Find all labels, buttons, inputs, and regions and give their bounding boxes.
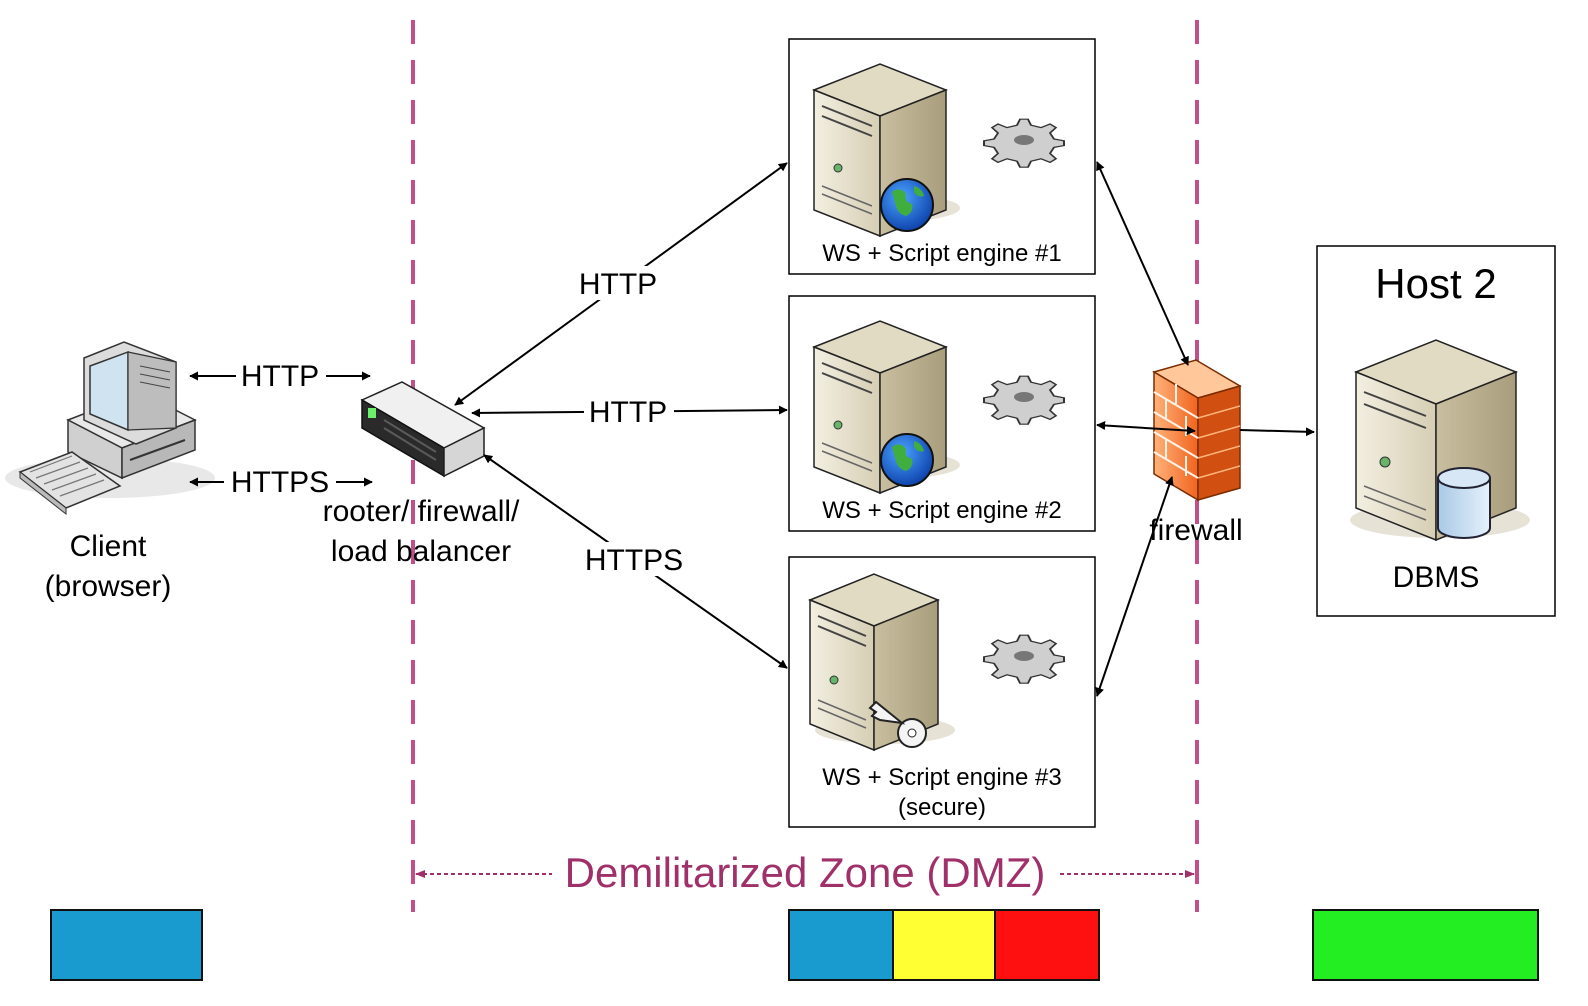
engine1-gear-icon xyxy=(983,118,1065,168)
engine2-label: WS + Script engine #2 xyxy=(822,497,1061,524)
engine2-globe-icon xyxy=(880,433,934,487)
dmz-color-block-2 xyxy=(892,909,996,981)
dmz-label: Demilitarized Zone (DMZ) xyxy=(565,849,1046,896)
router-engine2-label: HTTP xyxy=(589,396,667,429)
engine1-label: WS + Script engine #1 xyxy=(822,240,1061,267)
router-engine1-label: HTTP xyxy=(579,268,657,301)
client-label-line2: (browser) xyxy=(45,570,172,603)
client-color-block xyxy=(50,909,203,981)
engine2-gear-icon xyxy=(983,375,1065,425)
router-engine3-label: HTTPS xyxy=(585,544,683,577)
router-label-line2: load balancer xyxy=(331,535,511,568)
engine3-gear-icon xyxy=(983,634,1065,684)
dmz-color-block-3 xyxy=(994,909,1100,981)
engine3-firewall-arrow xyxy=(1095,476,1174,697)
firewall-icon xyxy=(1152,359,1242,502)
engine3-key-icon xyxy=(868,700,927,748)
host2-color-block xyxy=(1312,909,1539,981)
dbms-label: DBMS xyxy=(1393,561,1480,594)
database-icon xyxy=(1437,467,1491,539)
engine1-globe-icon xyxy=(880,178,934,232)
client-computer-icon xyxy=(5,341,215,516)
client-https-label: HTTPS xyxy=(231,466,329,499)
host2-title: Host 2 xyxy=(1375,260,1496,307)
router-icon xyxy=(360,381,486,478)
dmz-color-block-1 xyxy=(788,909,894,981)
engine3-label-line2: (secure) xyxy=(898,794,986,821)
client-label-line1: Client xyxy=(70,530,147,563)
firewall-label: firewall xyxy=(1149,514,1242,547)
engine1-firewall-arrow xyxy=(1096,161,1189,366)
engine2-firewall-arrow xyxy=(1096,421,1196,435)
engine3-label-line1: WS + Script engine #3 xyxy=(822,764,1061,791)
client-http-label: HTTP xyxy=(241,360,319,393)
engine3-server-icon xyxy=(808,573,955,752)
firewall-host2-arrow xyxy=(1239,427,1315,437)
router-label-line1: rooter/ firewall/ xyxy=(323,495,520,528)
